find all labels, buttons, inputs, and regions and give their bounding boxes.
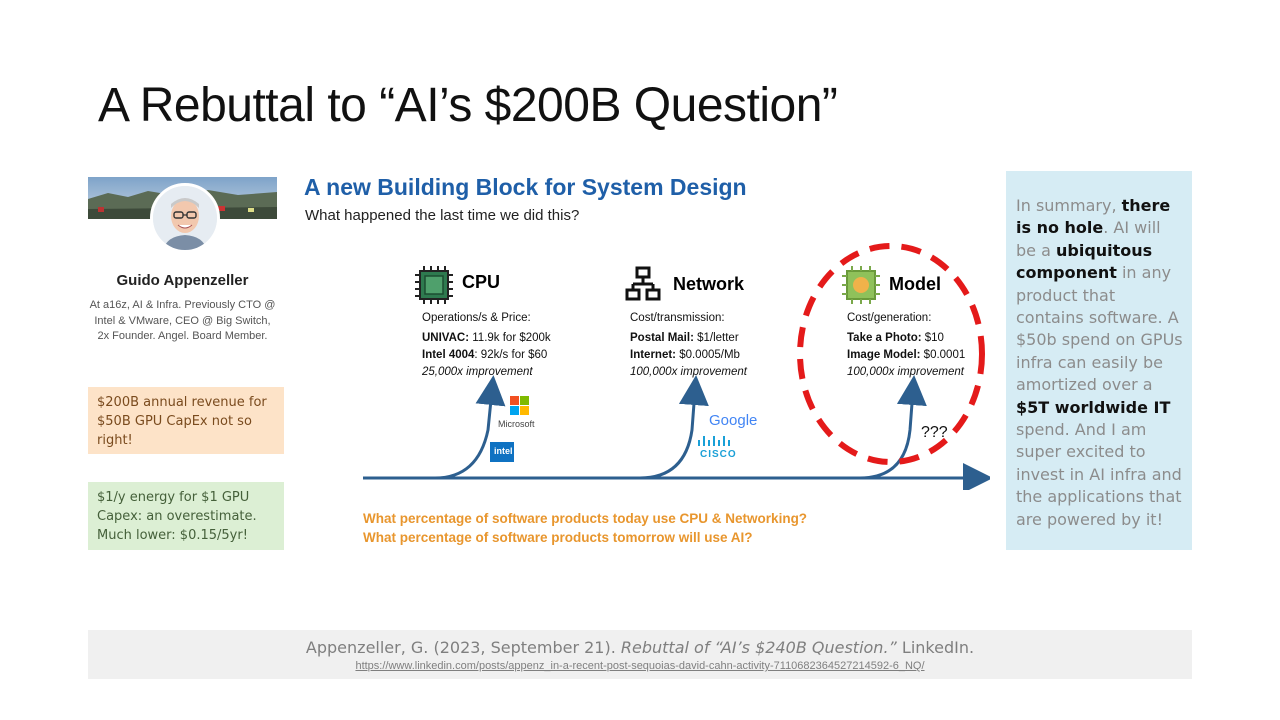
model-highlight-circle [797, 243, 985, 465]
diagram-subtitle: What happened the last time we did this? [305, 207, 580, 224]
model-chip-icon [842, 266, 880, 304]
citation-work: Rebuttal of “AI’s $240B Question.” [620, 638, 897, 657]
model-curve [859, 375, 927, 480]
cisco-label: CISCO [700, 449, 737, 460]
summary-text-2: . AI will be a [1016, 218, 1161, 260]
unknown-label: ??? [921, 424, 948, 441]
cpu-metric-label: Operations/s & Price: [422, 312, 531, 324]
model-line1-value: $10 [921, 332, 944, 344]
summary-bold-3: $5T worldwide IT [1016, 397, 1171, 417]
google-logo: Google [709, 412, 758, 429]
citation-text: Appenzeller, G. (2023, September 21). Re… [88, 638, 1192, 657]
network-metric-label: Cost/transmission: [630, 312, 725, 324]
microsoft-label: Microsoft [498, 419, 535, 429]
network-line1-value: $1/letter [693, 332, 739, 344]
summary-text-1: In summary, [1016, 196, 1122, 215]
network-heading: Network [673, 274, 745, 294]
cpu-line2-key: Intel 4004 [422, 349, 475, 361]
cpu-line1-value: 11.9k for $200k [469, 332, 551, 344]
citation-link[interactable]: https://www.linkedin.com/posts/appenz_in… [355, 660, 925, 672]
cisco-logo-icon [698, 436, 730, 446]
network-line1-key: Postal Mail: [630, 332, 694, 344]
network-line2-value: $0.0005/Mb [676, 349, 740, 361]
diagram-title: A new Building Block for System Design [304, 174, 747, 200]
citation-box: Appenzeller, G. (2023, September 21). Re… [88, 630, 1192, 679]
cpu-curve [434, 375, 506, 480]
cpu-improvement: 25,000x improvement [422, 366, 533, 378]
summary-bold-1: there is no hole [1016, 196, 1171, 238]
citation-publisher: LinkedIn. [896, 638, 975, 657]
network-curve [639, 375, 709, 480]
question-tomorrow: What percentage of software products tom… [363, 530, 753, 545]
model-line1-key: Take a Photo: [847, 332, 922, 344]
cpu-line1-key: UNIVAC: [422, 332, 470, 344]
cpu-line2-value: : 92k/s for $60 [474, 349, 548, 361]
summary-box: In summary, there is no hole. AI will be… [1006, 171, 1192, 550]
summary-text-3: in any product that contains software. A… [1016, 263, 1183, 395]
network-improvement: 100,000x improvement [630, 366, 747, 378]
profile-bio: At a16z, AI & Infra. Previously CTO @ In… [89, 299, 276, 342]
citation-author: Appenzeller, G. (2023, September 21). [305, 638, 621, 657]
energy-note: $1/y energy for $1 GPU Capex: an overest… [88, 482, 284, 550]
model-line2-key: Image Model: [847, 349, 921, 361]
cpu-block: Operations/s & Price: UNIVAC: 11.9k for … [422, 310, 592, 381]
model-line2-value: $0.0001 [920, 349, 966, 361]
model-heading: Model [889, 274, 941, 294]
question-today: What percentage of software products tod… [363, 511, 808, 526]
avatar [150, 183, 220, 253]
network-icon [625, 266, 661, 301]
intel-label: intel [494, 446, 513, 456]
network-block: Cost/transmission: Postal Mail: $1/lette… [630, 310, 800, 381]
cpu-heading: CPU [462, 272, 501, 292]
revenue-note: $200B annual revenue for $50B GPU CapEx … [88, 387, 284, 454]
profile-name: Guido Appenzeller [116, 272, 249, 289]
model-metric-label: Cost/generation: [847, 312, 932, 324]
summary-bold-2: ubiquitous component [1016, 240, 1153, 283]
network-line2-key: Internet: [630, 349, 676, 361]
intel-logo-icon [490, 442, 514, 462]
model-improvement: 100,000x improvement [847, 366, 964, 378]
slide-title: A Rebuttal to “AI’s $200B Question” [98, 79, 838, 132]
cpu-chip-icon [415, 266, 453, 304]
model-block: Cost/generation: Take a Photo: $10 Image… [847, 310, 982, 381]
summary-text-4: spend. And I am super excited to invest … [1016, 420, 1182, 529]
growth-curves-diagram [363, 243, 990, 490]
microsoft-logo-icon [510, 396, 529, 415]
